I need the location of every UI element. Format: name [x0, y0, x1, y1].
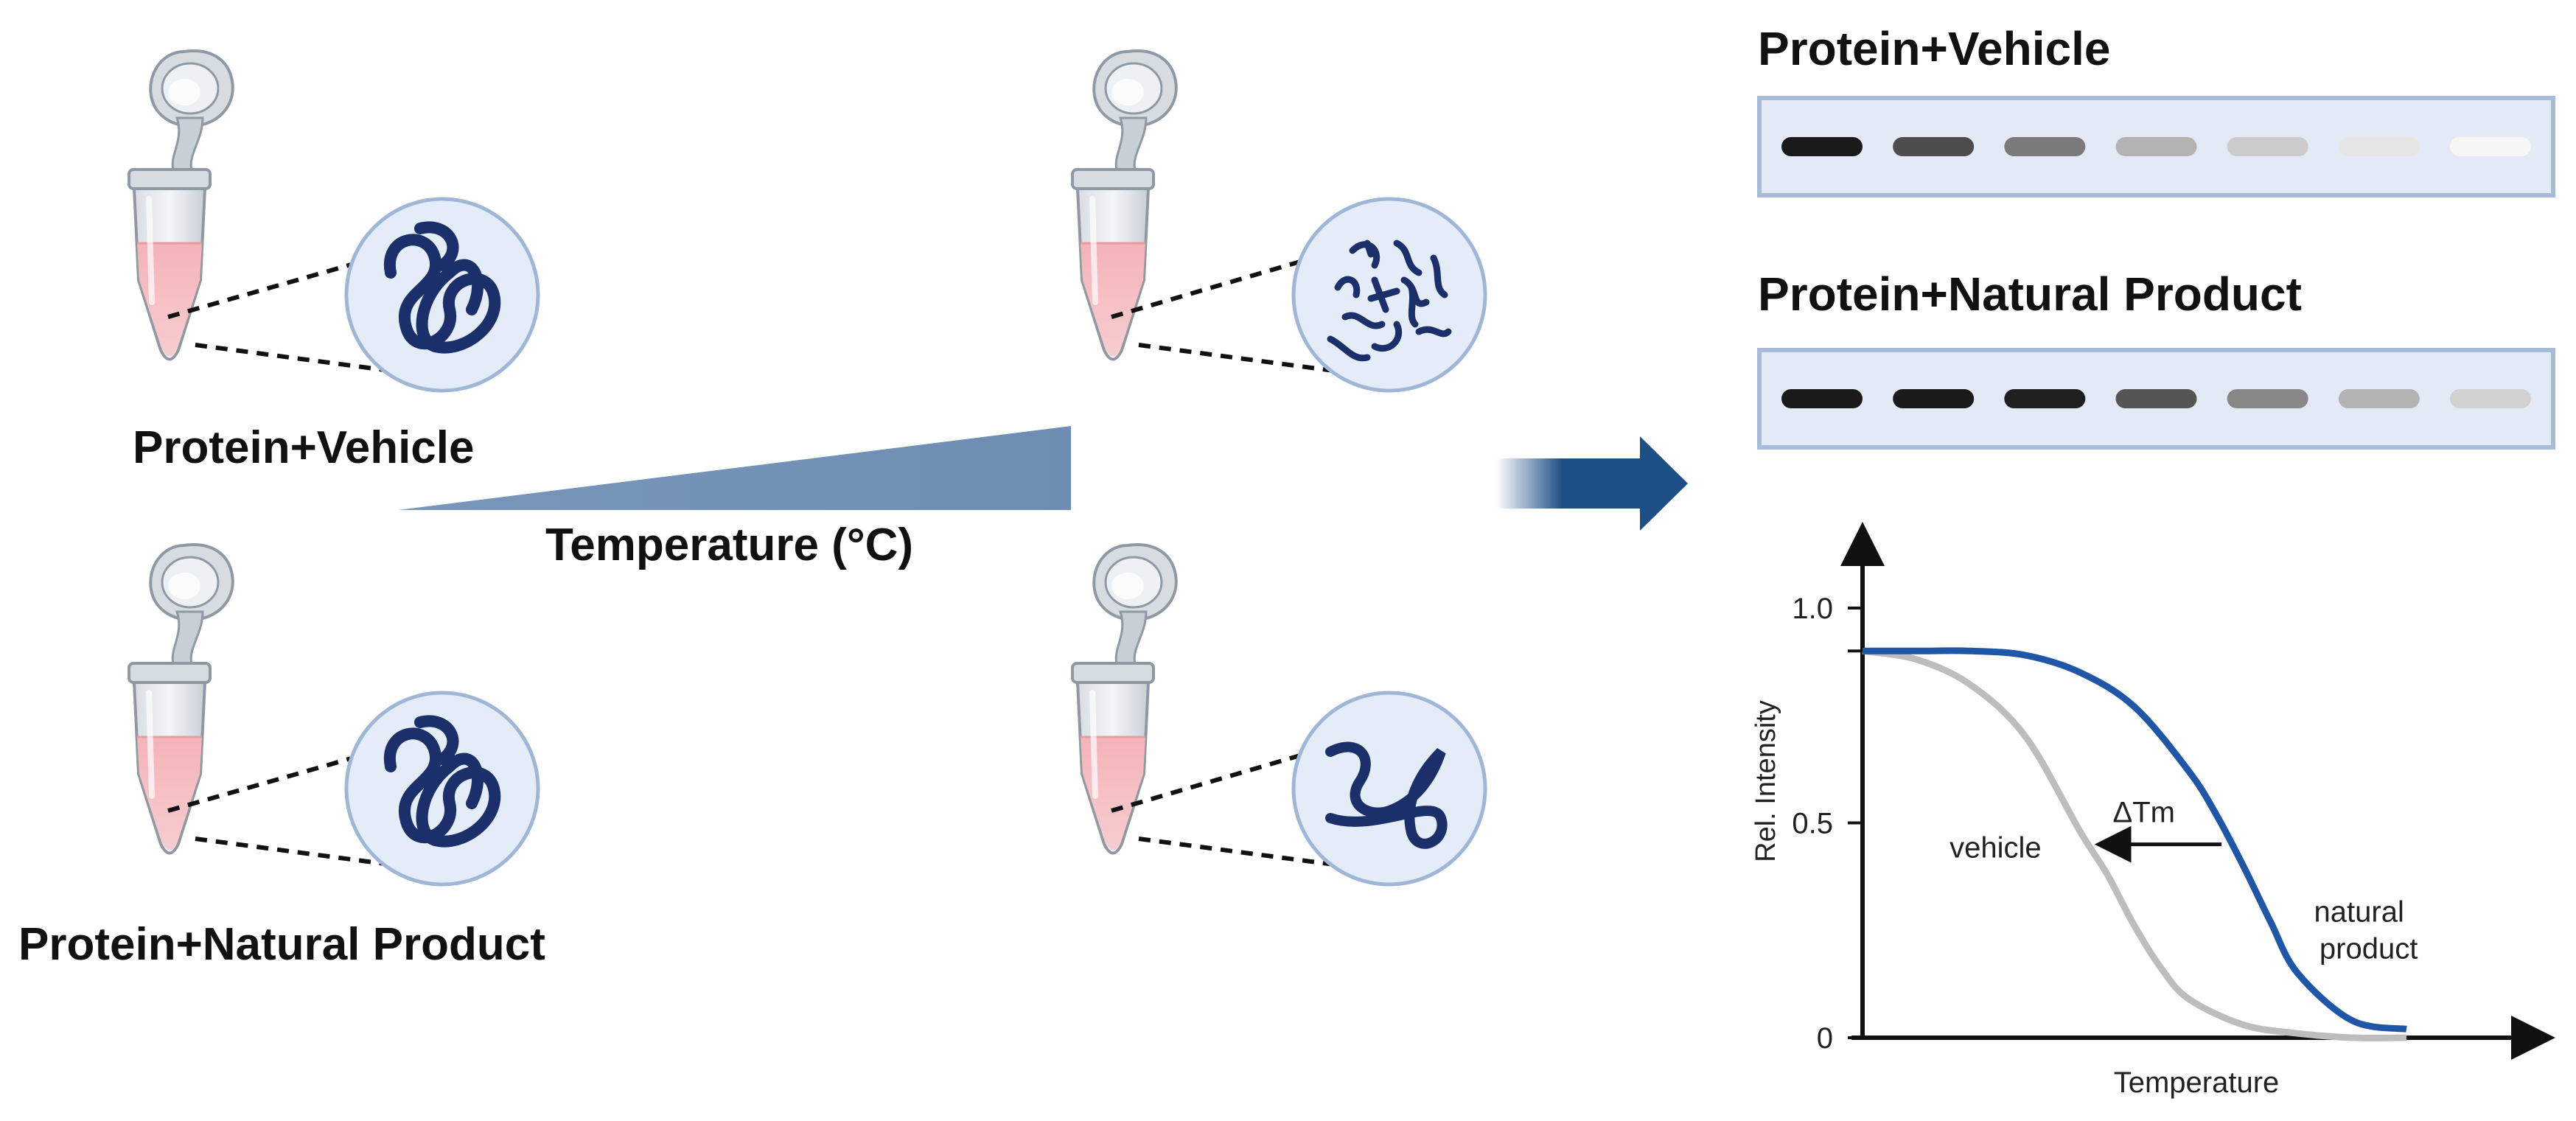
blot-title-natural-product: Protein+Natural Product	[1758, 268, 2302, 321]
y-tick-label: 1.0	[1792, 593, 1833, 625]
vehicle-band-6	[2338, 137, 2420, 156]
series-label-product: product	[2320, 933, 2418, 965]
label-temperature: Temperature (°C)	[545, 520, 913, 570]
delta-tm-label: ΔTm	[2112, 797, 2174, 829]
vehicle-band-4	[2115, 137, 2197, 156]
x-axis-label: Temperature	[2114, 1066, 2280, 1099]
folded-protein-icon	[346, 199, 538, 391]
tube-vehicle-high-temp	[1072, 51, 1485, 391]
temperature-gradient-icon	[398, 426, 1071, 510]
vehicle-band-1	[1781, 137, 1863, 156]
vehicle-band-7	[2450, 137, 2531, 156]
natural-product-band-7	[2450, 389, 2531, 408]
unfolded-protein-icon	[1294, 693, 1485, 884]
label-protein-natural-product: Protein+Natural Product	[18, 919, 545, 970]
tube-vehicle-low-temp	[129, 51, 538, 391]
natural-product-band-1	[1781, 389, 1863, 408]
y-axis-label: Rel. Intensity	[1751, 700, 1781, 862]
vehicle-band-5	[2227, 137, 2308, 156]
series-line-natural-product	[1862, 647, 2407, 1033]
right-arrow-icon	[1496, 436, 1688, 531]
blot-title-vehicle: Protein+Vehicle	[1758, 22, 2110, 75]
y-tick-label: 0.5	[1792, 808, 1833, 840]
natural-product-band-5	[2227, 389, 2308, 408]
label-protein-vehicle: Protein+Vehicle	[133, 422, 475, 473]
microcentrifuge-tube-icon	[129, 51, 233, 359]
series-line-vehicle	[1862, 647, 2407, 1041]
aggregated-protein-icon	[1294, 199, 1485, 391]
natural-product-band-2	[1893, 389, 1975, 408]
microcentrifuge-tube-icon	[129, 545, 233, 853]
natural-product-band-4	[2115, 389, 2197, 408]
vehicle-band-3	[2004, 137, 2086, 156]
melting-curve-chart: 1.0 0.5 0 Rel. Intensity Temperature ΔTm v…	[1751, 522, 2555, 1099]
y-tick-label: 0	[1817, 1022, 1833, 1055]
tube-natural-product-high-temp	[1072, 545, 1485, 884]
microcentrifuge-tube-icon	[1072, 51, 1176, 359]
tube-natural-product-low-temp	[129, 545, 538, 884]
blot-bands-vehicle	[1781, 137, 2531, 156]
series-label-vehicle: vehicle	[1950, 832, 2042, 865]
blot-strip-vehicle	[1757, 96, 2555, 198]
folded-protein-icon	[346, 693, 538, 884]
blot-bands-natural-product	[1781, 389, 2531, 408]
vehicle-band-2	[1893, 137, 1975, 156]
series-label-natural: natural	[2314, 896, 2404, 929]
natural-product-band-6	[2338, 389, 2420, 408]
natural-product-band-3	[2004, 389, 2086, 408]
microcentrifuge-tube-icon	[1072, 545, 1176, 853]
